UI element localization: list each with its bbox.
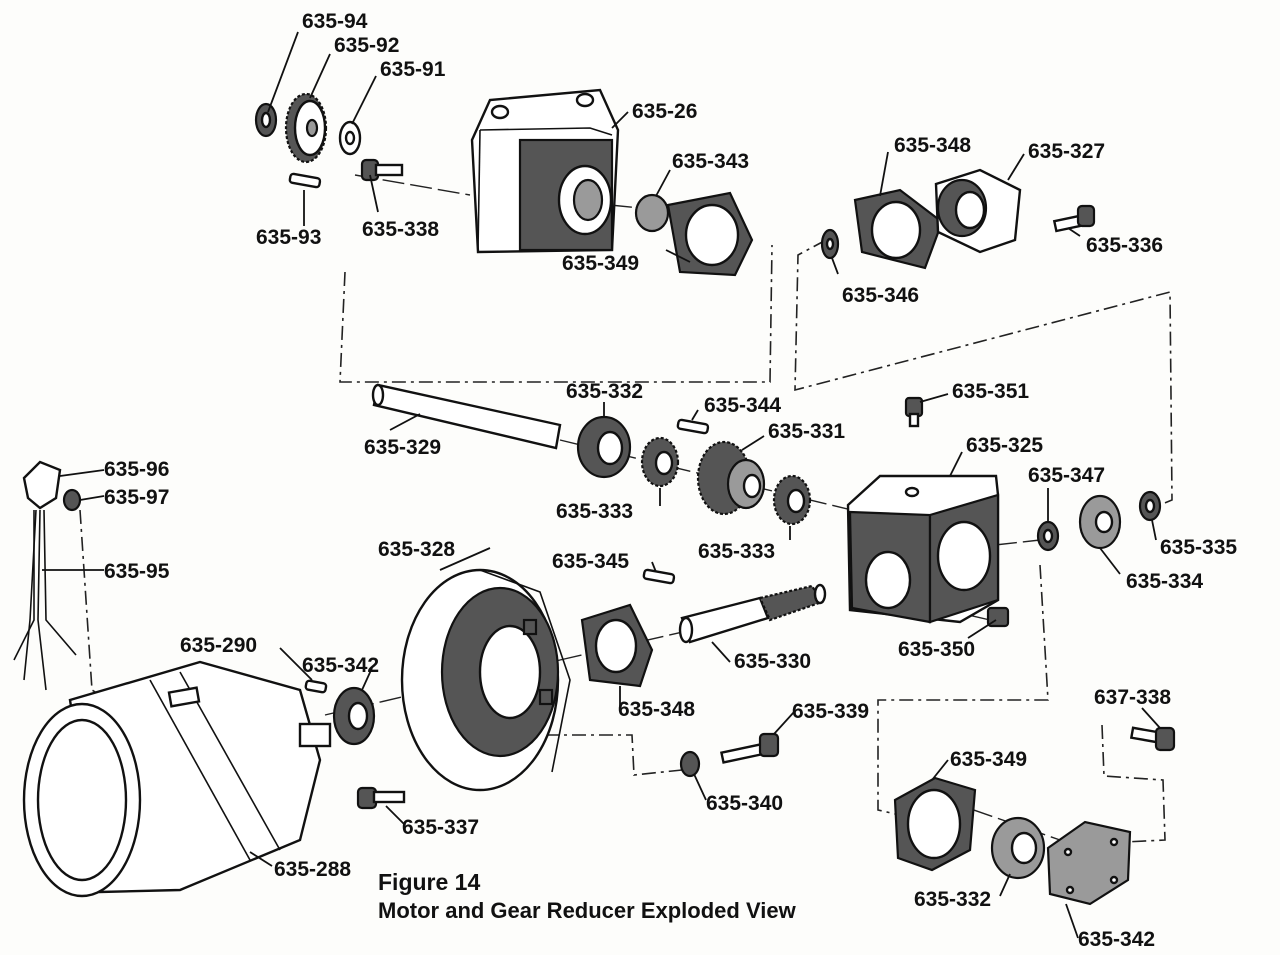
gasket-635-349-bottom bbox=[893, 776, 977, 872]
leads-635-95 bbox=[13, 509, 77, 691]
conduit-fitting-635-96 bbox=[22, 460, 62, 510]
label-635-334: 635-334 bbox=[1126, 570, 1203, 593]
figure-caption: Figure 14 Motor and Gear Reducer Explode… bbox=[378, 869, 797, 923]
label-635-288: 635-288 bbox=[274, 858, 351, 881]
screw-635-337 bbox=[356, 786, 406, 810]
worm-shaft-635-330 bbox=[678, 583, 827, 644]
cap-635-327 bbox=[934, 168, 1022, 254]
washer-635-91 bbox=[338, 120, 362, 156]
label-635-93: 635-93 bbox=[256, 226, 321, 249]
worm-gear-635-331 bbox=[696, 440, 766, 516]
label-635-349-top: 635-349 bbox=[562, 252, 639, 275]
label-637-338: 637-338 bbox=[1094, 686, 1171, 709]
pinion-635-333-b bbox=[772, 474, 812, 526]
label-635-26: 635-26 bbox=[632, 100, 697, 123]
label-635-92: 635-92 bbox=[334, 34, 399, 57]
nut-635-94 bbox=[254, 102, 278, 138]
bearing-635-332-mid bbox=[576, 415, 632, 479]
seal-635-346 bbox=[820, 228, 840, 260]
label-635-328: 635-328 bbox=[378, 538, 455, 561]
label-635-347: 635-347 bbox=[1028, 464, 1105, 487]
label-635-94: 635-94 bbox=[302, 10, 368, 33]
label-635-332-mid: 635-332 bbox=[566, 380, 643, 403]
leader-lines bbox=[42, 31, 1161, 939]
label-635-342-bottom: 635-342 bbox=[1078, 928, 1155, 951]
label-635-348-mid: 635-348 bbox=[618, 698, 695, 721]
screw-635-339 bbox=[720, 732, 780, 764]
locknut-635-97 bbox=[62, 488, 82, 512]
label-635-335: 635-335 bbox=[1160, 536, 1237, 559]
label-635-95: 635-95 bbox=[104, 560, 170, 583]
figure-title: Motor and Gear Reducer Exploded View bbox=[378, 898, 797, 923]
bearing-635-332-bottom bbox=[990, 816, 1046, 880]
gear-case-635-325 bbox=[846, 474, 1000, 624]
key-635-344 bbox=[676, 418, 710, 435]
figure-number: Figure 14 bbox=[378, 869, 480, 895]
adapter-flange-635-328 bbox=[400, 568, 571, 792]
label-635-97: 635-97 bbox=[104, 486, 169, 509]
label-635-344: 635-344 bbox=[704, 394, 781, 417]
label-635-350: 635-350 bbox=[898, 638, 975, 661]
gasket-635-348-top bbox=[853, 188, 944, 270]
label-635-331: 635-331 bbox=[768, 420, 845, 443]
screw-637-338 bbox=[1129, 726, 1176, 752]
shaft-635-329 bbox=[371, 383, 562, 450]
pinion-635-333-a bbox=[640, 436, 680, 488]
part-labels: 635-94 635-92 635-91 635-93 635-338 635-… bbox=[104, 10, 1237, 951]
label-635-338: 635-338 bbox=[362, 218, 439, 241]
screw-635-336 bbox=[1052, 204, 1096, 233]
label-635-348-top: 635-348 bbox=[894, 134, 971, 157]
washer-635-340 bbox=[679, 750, 701, 778]
label-635-96: 635-96 bbox=[104, 458, 169, 481]
nut-635-335 bbox=[1138, 490, 1162, 522]
label-635-343: 635-343 bbox=[672, 150, 749, 173]
label-635-339: 635-339 bbox=[792, 700, 869, 723]
label-635-349-bottom: 635-349 bbox=[950, 748, 1027, 771]
coupling-635-342-mid bbox=[332, 686, 376, 746]
washer-635-347 bbox=[1036, 520, 1060, 552]
label-635-325: 635-325 bbox=[966, 434, 1043, 457]
housing-635-26 bbox=[470, 88, 620, 254]
bearing-635-334 bbox=[1078, 494, 1122, 550]
label-635-346: 635-346 bbox=[842, 284, 919, 307]
motor-635-288 bbox=[22, 660, 332, 898]
label-635-329: 635-329 bbox=[364, 436, 441, 459]
label-635-333-b: 635-333 bbox=[698, 540, 775, 563]
label-635-290: 635-290 bbox=[180, 634, 257, 657]
gear-635-92 bbox=[284, 92, 328, 164]
label-635-342-mid: 635-342 bbox=[302, 654, 379, 677]
label-635-351: 635-351 bbox=[952, 380, 1029, 403]
label-635-337: 635-337 bbox=[402, 816, 479, 839]
label-635-333-a: 635-333 bbox=[556, 500, 633, 523]
label-635-327: 635-327 bbox=[1028, 140, 1105, 163]
key-635-290 bbox=[304, 679, 328, 694]
label-635-345: 635-345 bbox=[552, 550, 629, 573]
label-635-91: 635-91 bbox=[380, 58, 446, 81]
key-635-345 bbox=[642, 568, 676, 585]
bearing-635-343 bbox=[634, 193, 670, 233]
key-635-93 bbox=[288, 172, 322, 189]
label-635-340: 635-340 bbox=[706, 792, 783, 815]
label-635-330: 635-330 bbox=[734, 650, 811, 673]
label-635-336: 635-336 bbox=[1086, 234, 1163, 257]
gasket-635-348-mid bbox=[580, 603, 654, 688]
breather-635-351 bbox=[904, 396, 924, 428]
cover-635-342-bottom bbox=[1046, 820, 1132, 906]
gasket-635-349-top bbox=[666, 191, 754, 277]
screw-635-338-top bbox=[360, 158, 404, 182]
label-635-332-bottom: 635-332 bbox=[914, 888, 991, 911]
